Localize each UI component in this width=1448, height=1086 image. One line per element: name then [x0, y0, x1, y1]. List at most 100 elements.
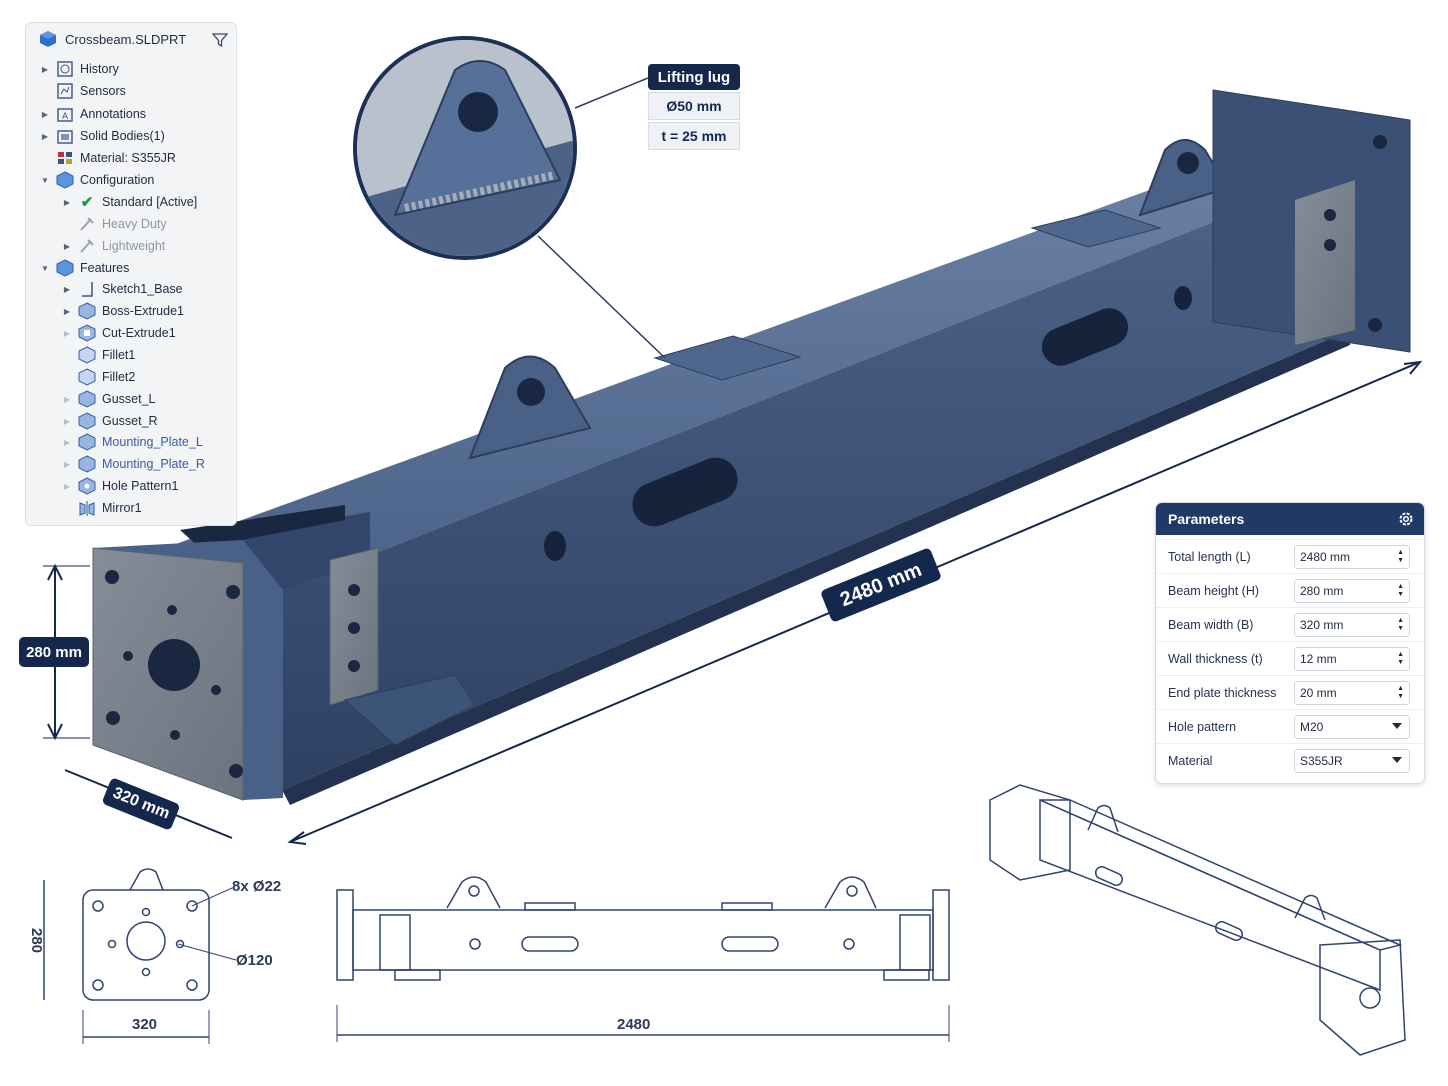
- param-label: Beam height (H): [1168, 584, 1260, 598]
- tree-item-config-heavy-duty[interactable]: Heavy Duty: [60, 213, 167, 235]
- tree-item-gusset-l[interactable]: ▶ Gusset_L: [60, 388, 156, 410]
- gusset-icon: [78, 412, 96, 430]
- side-view-length-label: 2480: [617, 1016, 651, 1033]
- tree-item-hole-pattern1[interactable]: ▶Hole Pattern1: [60, 475, 178, 497]
- tree-item-label: Annotations: [80, 107, 147, 121]
- part-file-name: Crossbeam.SLDPRT: [65, 31, 187, 47]
- configuration-icon: [56, 171, 74, 189]
- tree-item-label: Cut-Extrude1: [102, 326, 176, 340]
- parameters-header: Parameters: [1156, 503, 1424, 535]
- param-value: 12 mm: [1300, 652, 1337, 666]
- end-view-drawing: [43, 868, 237, 1044]
- tree-item-fillet1[interactable]: Fillet1: [60, 344, 135, 366]
- height-dimension-badge: 280 mm: [19, 637, 89, 667]
- param-value: 320 mm: [1300, 618, 1344, 632]
- spinner-arrows-icon[interactable]: ▲▼: [1397, 549, 1404, 564]
- expand-arrow-icon[interactable]: ▶: [63, 306, 71, 316]
- spinner-arrows-icon[interactable]: ▲▼: [1397, 617, 1404, 632]
- tree-item-solid-bodies[interactable]: ▶Solid Bodies(1): [38, 125, 165, 147]
- beam-height-input[interactable]: 280 mm ▲▼: [1294, 579, 1410, 603]
- material-icon: [58, 152, 72, 164]
- tree-item-label: History: [80, 62, 119, 76]
- tree-item-label: Fillet2: [102, 370, 136, 384]
- tree-item-annotations[interactable]: ▶ A Annotations: [38, 103, 146, 125]
- sensors-icon: [57, 83, 73, 99]
- end-view-height-label: 280: [28, 927, 46, 954]
- expand-arrow-icon[interactable]: ▶: [63, 437, 71, 447]
- expand-arrow-icon[interactable]: ▶: [63, 416, 71, 426]
- lifting-lug: [1138, 139, 1230, 217]
- tree-item-mirror1[interactable]: Mirror1: [60, 497, 142, 519]
- wall-thickness-input[interactable]: 12 mm ▲▼: [1294, 647, 1410, 671]
- tree-item-cut-extrude1[interactable]: ▶ Cut-Extrude1: [60, 322, 176, 344]
- param-label: Material: [1168, 754, 1213, 768]
- tree-item-material[interactable]: Material: S355JR: [38, 147, 176, 169]
- tree-item-label: Gusset_L: [102, 392, 156, 406]
- tree-item-label: Gusset_R: [102, 414, 158, 428]
- tree-item-fillet2[interactable]: Fillet2: [60, 366, 135, 388]
- expand-arrow-icon[interactable]: ▶: [41, 64, 49, 74]
- material-select[interactable]: S355JR: [1294, 749, 1410, 773]
- filter-icon[interactable]: [212, 32, 228, 48]
- tree-item-history[interactable]: ▶ History: [38, 58, 119, 80]
- hole-pattern-select[interactable]: M20: [1294, 715, 1410, 739]
- expand-arrow-icon[interactable]: ▶: [63, 481, 71, 491]
- isometric-sketch: [989, 784, 1406, 1056]
- collapse-arrow-icon[interactable]: ▼: [41, 263, 49, 273]
- param-label: Beam width (B): [1168, 618, 1254, 632]
- param-value: 280 mm: [1300, 584, 1344, 598]
- part-icon: [40, 31, 56, 47]
- spinner-arrows-icon[interactable]: ▲▼: [1397, 651, 1404, 666]
- chevron-down-icon[interactable]: [1392, 723, 1402, 729]
- chevron-down-icon[interactable]: [1392, 757, 1402, 763]
- spinner-arrows-icon[interactable]: ▲▼: [1397, 685, 1404, 700]
- center-bore: [148, 639, 200, 691]
- tree-item-config-standard[interactable]: ▶✔Standard [Active]: [60, 191, 197, 213]
- end-plate-thickness-input[interactable]: 20 mm▲▼: [1294, 681, 1410, 705]
- tree-item-boss-extrude1[interactable]: ▶Boss-Extrude1: [60, 300, 184, 322]
- end-plate-right: [1212, 89, 1411, 353]
- expand-arrow-icon[interactable]: ▶: [63, 328, 71, 338]
- total-length-input[interactable]: 2480 mm▲▼: [1294, 545, 1410, 569]
- tree-item-label: Material: S355JR: [80, 151, 176, 165]
- tree-item-features[interactable]: ▼Features: [38, 257, 129, 279]
- gear-icon[interactable]: [1397, 510, 1415, 528]
- param-row-beam-height: Beam height (H) 280 mm ▲▼: [1156, 573, 1424, 608]
- tree-item-label: Lightweight: [102, 239, 166, 253]
- tree-item-mounting-plate-r[interactable]: ▶Mounting_Plate_R: [60, 453, 205, 475]
- bore-diameter-label: Ø120: [236, 952, 273, 969]
- expand-arrow-icon[interactable]: ▶: [41, 131, 49, 141]
- beam-body: [165, 160, 1350, 805]
- tree-item-mounting-plate-l[interactable]: ▶Mounting_Plate_L: [60, 431, 203, 453]
- expand-arrow-icon[interactable]: ▶: [63, 241, 71, 251]
- tree-item-label: Heavy Duty: [102, 217, 167, 231]
- hole-note-label: 8x Ø22: [232, 878, 282, 895]
- side-view-drawing: [336, 876, 950, 1042]
- annotations-icon: A: [57, 108, 73, 122]
- tree-item-config-lightweight[interactable]: ▶ Lightweight: [60, 235, 165, 257]
- spinner-arrows-icon[interactable]: ▲▼: [1397, 583, 1404, 598]
- tree-item-sketch1[interactable]: ▶Sketch1_Base: [60, 278, 183, 300]
- param-label: Total length (L): [1168, 550, 1251, 564]
- expand-arrow-icon[interactable]: ▶: [63, 197, 71, 207]
- expand-arrow-icon[interactable]: ▶: [63, 459, 71, 469]
- expand-arrow-icon[interactable]: ▶: [41, 109, 49, 119]
- param-label: End plate thickness: [1168, 686, 1277, 700]
- beam-width-input[interactable]: 320 mm ▲▼: [1294, 613, 1410, 637]
- feature-tree-header[interactable]: Crossbeam.SLDPRT: [26, 23, 236, 55]
- svg-text:A: A: [62, 112, 69, 122]
- collapse-arrow-icon[interactable]: ▼: [41, 175, 49, 185]
- lug-diameter: Ø50 mm: [648, 92, 740, 120]
- expand-arrow-icon[interactable]: ▶: [63, 394, 71, 404]
- expand-arrow-icon[interactable]: ▶: [63, 284, 71, 294]
- mirror-icon: [79, 501, 95, 516]
- tree-item-gusset-r[interactable]: ▶ Gusset_R: [60, 410, 158, 432]
- param-row-end-plate-thickness: End plate thickness 20 mm▲▼: [1156, 675, 1424, 710]
- tree-item-sensors[interactable]: Sensors: [38, 80, 126, 102]
- tree-item-configuration[interactable]: ▼Configuration: [38, 169, 154, 191]
- history-icon: [57, 61, 73, 77]
- lifting-lug-callout: Lifting lug Ø50 mm t = 25 mm: [648, 64, 740, 150]
